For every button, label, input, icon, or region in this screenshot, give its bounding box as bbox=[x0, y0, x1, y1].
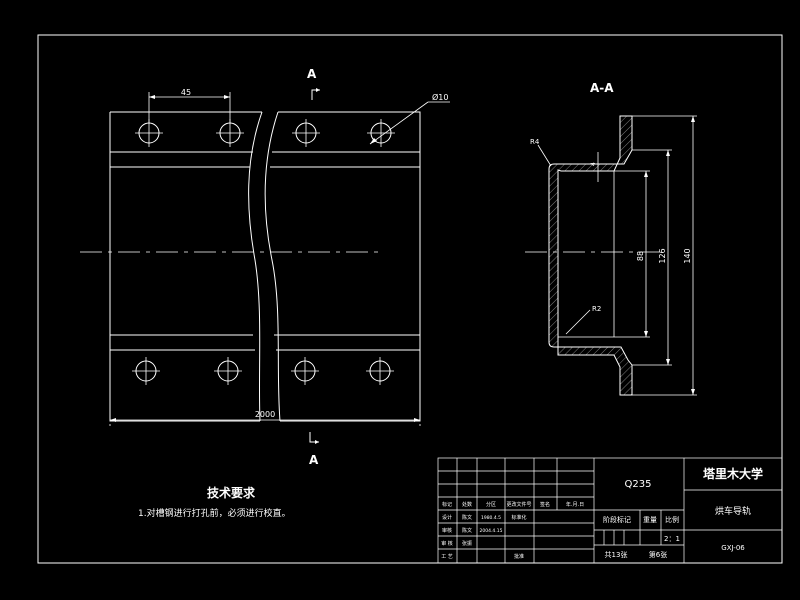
tb-design-std: 标准化 bbox=[511, 514, 526, 521]
tb-row-label-2: 分区 bbox=[486, 501, 496, 508]
tb-school: 塔里木大学 bbox=[703, 466, 763, 481]
tb-row-label-1: 处数 bbox=[462, 501, 472, 508]
tb-approval: 批准 bbox=[514, 553, 524, 560]
tb-approve-name: 张振 bbox=[462, 540, 472, 547]
section-mark-bottom: A bbox=[309, 432, 319, 467]
dim-140-label: 140 bbox=[683, 248, 692, 263]
tb-check: 审核 bbox=[442, 527, 452, 534]
dim-126: 126 bbox=[632, 149, 672, 366]
section-mark-top: A bbox=[307, 67, 320, 100]
tb-scale: 2：1 bbox=[664, 535, 680, 543]
dim-88-label: 88 bbox=[636, 251, 645, 261]
tb-sheets: 共13张 bbox=[605, 550, 628, 559]
tb-drawing-no: GXJ-06 bbox=[721, 544, 745, 552]
tb-design-name: 陈文 bbox=[462, 514, 472, 521]
tb-row-label-0: 标记 bbox=[442, 501, 452, 508]
tb-check-date: 2004.4.15 bbox=[480, 528, 503, 534]
dim-hole-dia: Ø10 bbox=[369, 92, 450, 145]
tb-ratio-header: 比例 bbox=[665, 515, 679, 524]
tb-row-label-4: 签名 bbox=[540, 501, 550, 508]
dim-45-label: 45 bbox=[181, 88, 191, 97]
dim-dia-label: Ø10 bbox=[432, 92, 448, 102]
tb-process: 工 艺 bbox=[441, 554, 453, 560]
tb-sheet-no: 第6张 bbox=[649, 550, 667, 559]
dim-140: 140 bbox=[632, 115, 697, 396]
tb-weight-header: 重量 bbox=[643, 516, 657, 524]
tb-row-label-5: 年.月.日 bbox=[566, 501, 584, 508]
drawing-frame bbox=[37, 34, 783, 564]
dim-hole-pitch: 45 bbox=[148, 88, 231, 123]
section-letter-top: A bbox=[307, 67, 317, 81]
dim-r2-label: R2 bbox=[592, 305, 601, 313]
dim-thickness-label: 4 bbox=[590, 162, 597, 166]
title-block: Q235 塔里木大学 烘车导轨 GXJ-06 阶段标记 重量 比例 2：1 共1… bbox=[437, 457, 783, 564]
tb-stage-header: 阶段标记 bbox=[603, 515, 631, 524]
dim-126-label: 126 bbox=[658, 248, 667, 263]
section-letter-bottom: A bbox=[309, 453, 319, 467]
tech-title: 技术要求 bbox=[207, 485, 256, 500]
dim-r4-label: R4 bbox=[530, 138, 540, 146]
section-title: A-A bbox=[590, 81, 614, 95]
tb-design: 设计 bbox=[442, 514, 452, 521]
break-line-right bbox=[264, 111, 281, 422]
tb-design-date: 1980.4.5 bbox=[481, 515, 501, 521]
dim-total-length: 2000 bbox=[109, 410, 421, 426]
break-line-left bbox=[248, 111, 263, 422]
tech-note: 1.对槽钢进行打孔前，必须进行校直。 bbox=[138, 507, 291, 519]
dim-88: 88 bbox=[614, 170, 650, 338]
tb-material: Q235 bbox=[625, 479, 652, 490]
tech-requirements: 技术要求 1.对槽钢进行打孔前，必须进行校直。 bbox=[138, 485, 291, 519]
tb-part-name: 烘车导轨 bbox=[715, 505, 751, 517]
holes-top bbox=[135, 119, 395, 147]
dim-2000-label: 2000 bbox=[255, 410, 275, 419]
section-view: A-A R4 R2 4 88 bbox=[525, 81, 697, 396]
front-view: 45 Ø10 2000 A A bbox=[80, 67, 450, 467]
tb-row-label-3: 更改文件号 bbox=[506, 501, 531, 508]
tb-check-name: 陈文 bbox=[462, 527, 472, 534]
tb-approve: 审 核 bbox=[441, 540, 453, 547]
channel-profile bbox=[548, 115, 633, 396]
holes-bottom bbox=[132, 357, 394, 385]
